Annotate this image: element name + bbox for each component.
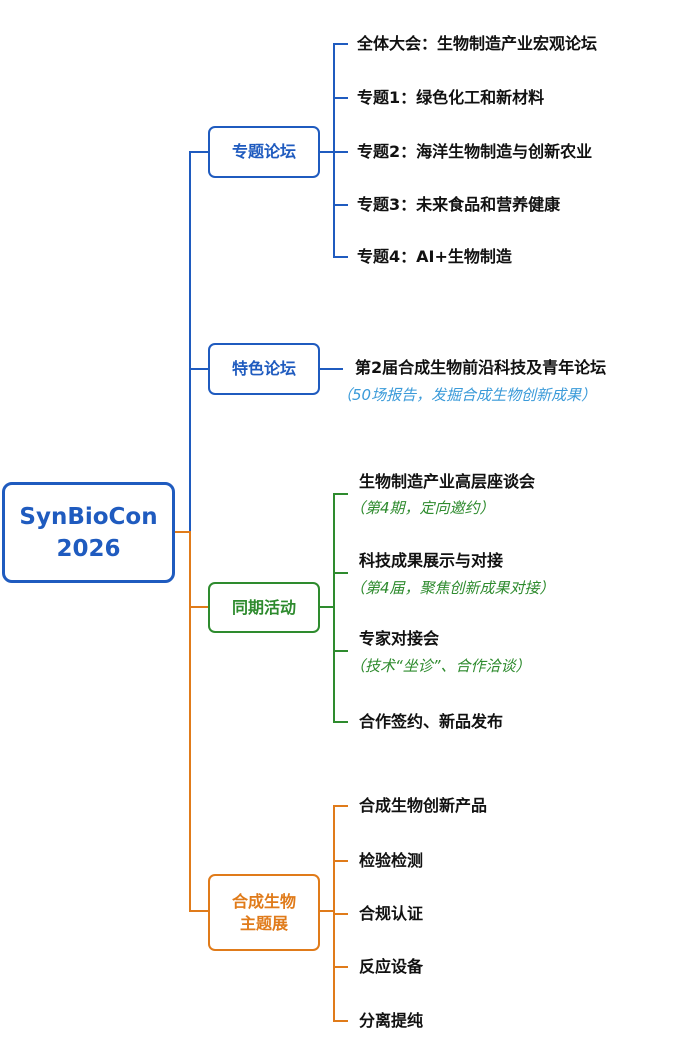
category-label: 特色论坛 [231,359,296,378]
category-topic-forums: 专题论坛 [208,126,320,178]
root-title: SynBioCon [19,503,158,530]
leaf-note: （第4届，聚焦创新成果对接） [350,579,555,597]
leaf-item: 全体大会：生物制造产业宏观论坛 [357,34,598,53]
branch3-bracket [333,493,348,723]
leaf-item: 反应设备 [359,957,424,976]
category-label: 专题论坛 [231,142,296,161]
category-concurrent-activities: 同期活动 [208,582,320,633]
leaf-item: 合成生物创新产品 [359,796,488,815]
category-special-forum: 特色论坛 [208,343,320,395]
leaf-item: 检验检测 [359,851,424,870]
leaf-item: 专题1：绿色化工和新材料 [357,88,545,107]
leaf-item: 专题3：未来食品和营养健康 [357,195,561,214]
leaf-item: 科技成果展示与对接 [359,551,504,570]
category-label: 同期活动 [231,597,296,617]
branch1-bracket [333,43,348,258]
leaf-item: 合规认证 [359,904,424,923]
leaf-note: （50场报告，发掘合成生物创新成果） [337,386,597,404]
leaf-item: 专题4：AI+生物制造 [357,247,512,266]
root-year: 2026 [56,535,121,562]
blue-trunk [189,151,208,532]
leaf-item: 专题2：海洋生物制造与创新农业 [357,142,593,161]
leaf-note: （第4期，定向邀约） [350,499,495,517]
branch4-bracket [333,805,348,1022]
root-node: SynBioCon 2026 [2,482,175,583]
category-label-line1: 合成生物 [231,891,296,911]
orange-trunk [175,531,208,912]
leaf-item: 合作签约、新品发布 [359,712,504,731]
leaf-note: （技术“坐诊”、合作洽谈） [350,657,531,675]
category-label-line2: 主题展 [239,913,288,933]
category-synbio-exhibition: 合成生物 主题展 [208,874,320,951]
leaf-item: 分离提纯 [359,1011,424,1030]
leaf-item: 生物制造产业高层座谈会 [359,472,536,491]
leaf-item: 第2届合成生物前沿科技及青年论坛 [355,358,607,377]
leaf-item: 专家对接会 [359,629,440,648]
